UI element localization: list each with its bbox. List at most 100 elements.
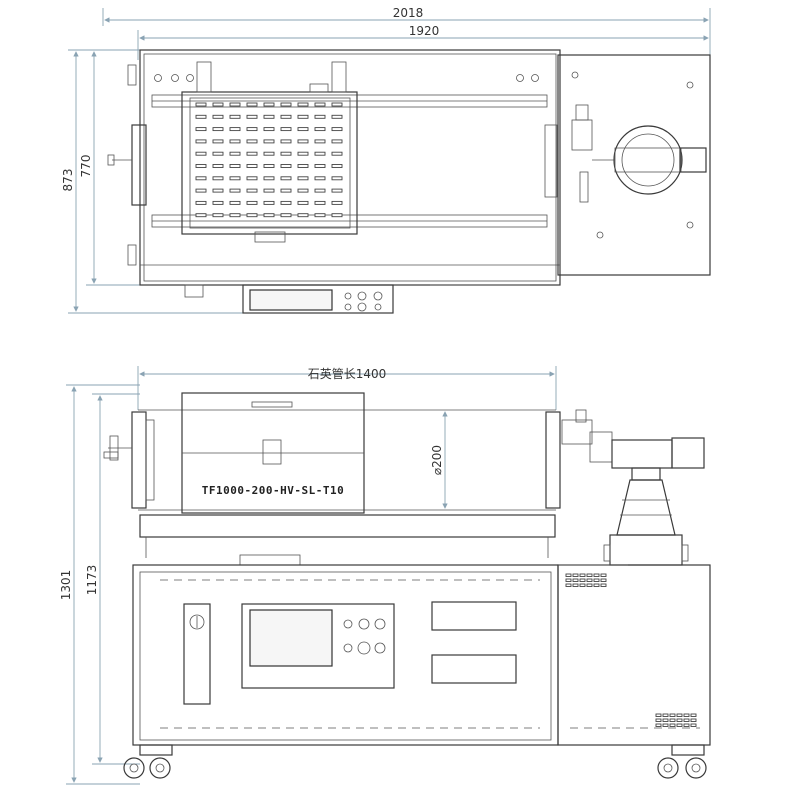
left-end-flange [131,124,147,206]
louver-slot [669,713,676,717]
vent-slot [331,127,343,132]
vent-slot [212,102,224,107]
vent-slot [195,127,207,132]
vent-slot [331,213,343,218]
dimension-2018-label: 2018 [393,6,424,20]
vent-slot [246,213,258,218]
vent-slot [195,151,207,156]
dimension-770-label: 770 [79,155,93,178]
vent-slot [229,164,241,168]
vent-slot [314,151,326,156]
front-view: 石英管长1400 1301 1173 ⌀200 [59,366,711,785]
display-screen [249,609,333,667]
vent-slot [195,114,207,119]
dimension-depth-body: 770 [79,49,140,286]
sliding-chamber-top [181,91,358,235]
vent-slot [229,127,241,132]
vacuum-assembly [561,409,705,566]
vent-slot [229,114,241,119]
vent-slot [229,151,241,156]
vent-slot [331,139,343,144]
vent-slot [263,114,275,119]
vent-slot [314,102,326,107]
vent-slot [212,139,224,144]
louver-slot [690,723,697,727]
dimension-tube-diameter: ⌀200 [430,411,448,509]
louver-slot [600,578,607,582]
caster-wheel-icon [149,757,171,779]
vent-slot [195,200,207,205]
louver-slot [593,583,600,587]
casters [123,744,707,779]
louver-slot [676,718,683,722]
top-view: 2018 1920 873 770 [61,6,711,314]
dimension-height-overall: 1301 [59,384,140,785]
vent-slot [297,213,309,218]
stop-button-icon [374,642,386,654]
vent-slot [195,139,207,144]
vent-slot [263,151,275,156]
vent-slot [229,200,241,205]
louver-slot [690,713,697,717]
vent-slot [263,139,275,144]
louver-slot [600,573,607,577]
louver-slot [662,718,669,722]
louver-slot [655,723,662,727]
control-panel-front [241,603,395,689]
vent-slot [314,200,326,205]
vent-slot [229,176,241,181]
vent-slot [195,102,207,107]
louver-slot [669,718,676,722]
louver-slot [676,723,683,727]
vent-slot [331,188,343,193]
vent-slot [331,102,343,107]
vent-slot [297,200,309,205]
power-switch-icon [189,614,205,630]
dimension-depth-overall: 873 [61,49,245,314]
vent-slot [331,114,343,119]
louver-slot [655,718,662,722]
vent-slot [314,164,326,168]
caster-wheel-icon [685,757,707,779]
vent-slot [263,176,275,181]
vent-slot [229,188,241,193]
indicator-light-icon [343,643,353,653]
vent-slot [246,188,258,193]
vent-slot [280,176,292,181]
vent-slot [246,151,258,156]
control-panel-top [242,284,394,314]
vent-slot [297,176,309,181]
vent-slot [246,102,258,107]
vent-slot [263,164,275,168]
vent-slot [297,139,309,144]
tube-length-label: 石英管长1400 [308,366,387,381]
vent-slot [297,127,309,132]
dimension-height-tube: 1173 [85,393,140,765]
louver-slot [593,578,600,582]
vent-slot [314,188,326,193]
caster-wheel-icon [657,757,679,779]
vent-slot [246,164,258,168]
vent-slot [263,127,275,132]
caster-wheel-icon [123,757,145,779]
dimension-873-label: 873 [61,169,75,192]
vent-slot [246,176,258,181]
nameplate-upper [431,601,517,631]
vent-slot [229,213,241,218]
louver-slot [655,713,662,717]
vent-grid [195,102,343,218]
louver-slot [579,573,586,577]
vent-slot [297,114,309,119]
vent-slot [314,176,326,181]
vent-slot [212,127,224,132]
tube-diameter-label: ⌀200 [430,445,444,475]
power-switch-panel [183,603,211,705]
slide-rail-beam [139,514,556,538]
vent-slot [195,213,207,218]
louver-slot [586,573,593,577]
vent-slot [263,200,275,205]
vent-slot [280,102,292,107]
slide-rails [151,94,548,228]
vent-slot [212,188,224,193]
